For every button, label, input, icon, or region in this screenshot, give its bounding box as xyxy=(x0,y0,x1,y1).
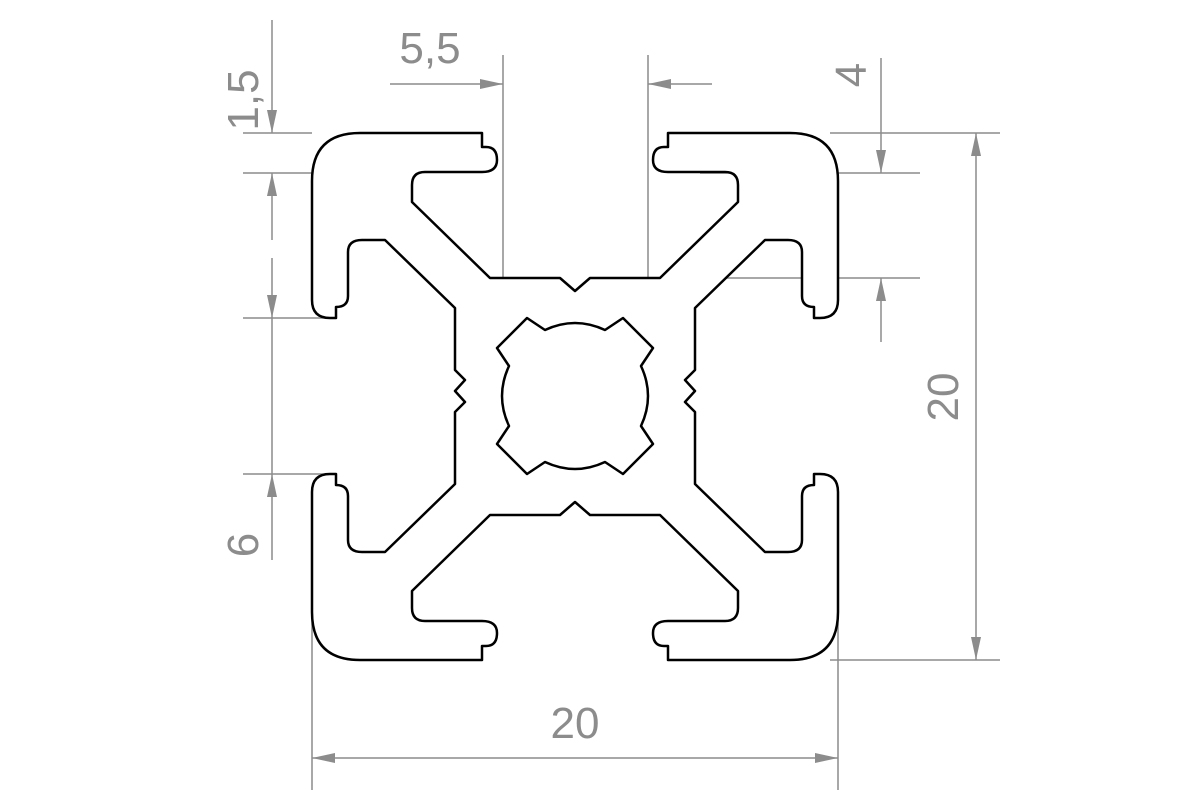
arrow xyxy=(480,79,503,89)
arrow xyxy=(267,474,277,497)
slot-depth-label: 4 xyxy=(827,63,876,87)
arrow xyxy=(971,637,981,660)
arrow xyxy=(876,150,886,173)
arrow xyxy=(312,753,335,763)
profile-cross-section xyxy=(310,131,840,662)
height-label: 20 xyxy=(919,373,968,422)
dimension-slot-opening: 5,5 xyxy=(390,24,712,480)
arrow xyxy=(971,133,981,156)
width-label: 20 xyxy=(551,699,600,748)
dimension-wall-thickness: 1,5 xyxy=(219,20,420,240)
arrow xyxy=(648,79,671,89)
slot-opening-label: 5,5 xyxy=(399,24,460,73)
arrow xyxy=(267,173,277,196)
arrow xyxy=(267,110,277,133)
arrow xyxy=(876,278,886,301)
dimension-slot-height: 6 xyxy=(219,258,335,560)
wall-thickness-label: 1,5 xyxy=(219,69,268,130)
dimension-height: 20 xyxy=(830,133,1000,661)
profile-center-bore xyxy=(495,316,655,476)
arrow xyxy=(267,295,277,318)
arrow xyxy=(815,753,838,763)
slot-height-label: 6 xyxy=(219,533,268,557)
